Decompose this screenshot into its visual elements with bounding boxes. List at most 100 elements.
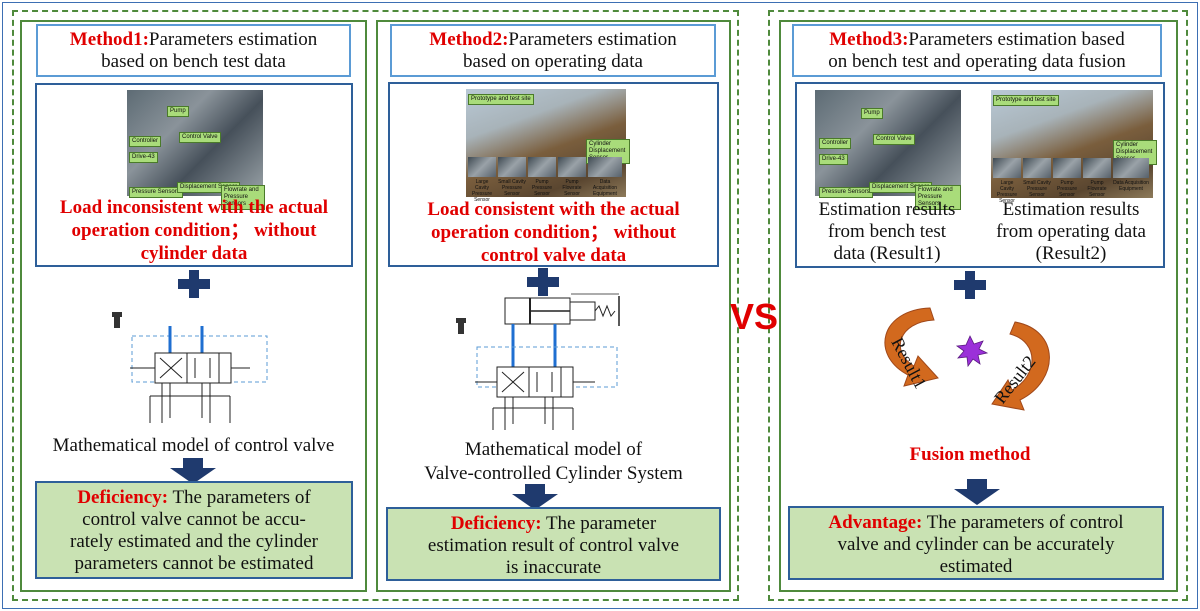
sensor-thumb xyxy=(1083,158,1111,178)
photo-tag: Data Acquisition Equipment xyxy=(592,179,618,197)
photo-tag: Pump Pressure Sensor xyxy=(531,179,552,197)
result1-caption-line1: Estimation results xyxy=(818,199,956,220)
method2-data-box: Prototype and test site Cylinder Displac… xyxy=(388,82,719,267)
method1-condition-line1: Load inconsistent with the actual xyxy=(59,197,329,218)
method2-title-label: Method2: xyxy=(429,29,509,50)
photo-tag: Pressure Sensors xyxy=(819,187,873,198)
method2-deficiency-box: Deficiency: The parameter estimation res… xyxy=(386,507,721,581)
photo-tag: Pump Flowrate Sensor xyxy=(1087,180,1107,198)
method1-condition-line3: cylinder data xyxy=(140,243,248,264)
sensor-thumb xyxy=(1023,158,1051,178)
control-valve-schematic xyxy=(112,312,268,423)
method3-title: Method3:Parameters estimation based on b… xyxy=(792,24,1162,77)
sensor-thumb xyxy=(588,157,622,177)
operating-site-photo: Prototype and test site Cylinder Displac… xyxy=(466,89,630,203)
method2-title-line2: based on operating data xyxy=(463,51,643,72)
method1-deficiency-box: Deficiency: The parameters of control va… xyxy=(35,481,353,579)
method1-model-caption: Mathematical model of control valve xyxy=(52,435,335,456)
sensor-thumb xyxy=(558,157,586,177)
photo-tag: Large Cavity Pressure Sensor xyxy=(996,180,1017,204)
photo-tag: Pump xyxy=(861,108,883,119)
result1-caption-line2: from bench test xyxy=(827,221,947,242)
photo-tag: Controller xyxy=(129,136,162,147)
method1-deficiency-line3: rately estimated and the cylinder xyxy=(70,531,318,552)
down-arrow-icon xyxy=(512,484,558,510)
method3-advantage-line3: estimated xyxy=(939,556,1013,577)
photo-tag: Controller xyxy=(819,138,852,149)
method2-model-caption: Mathematical model of Valve-controlled C… xyxy=(378,438,729,486)
method2-condition-line3: control valve data xyxy=(480,245,627,266)
result2-caption-line3: (Result2) xyxy=(1035,243,1107,264)
bench-test-photo: Pump Controller Control Valve Drive-43 P… xyxy=(127,90,265,210)
sensor-thumb xyxy=(993,158,1021,178)
photo-tag: Prototype and test site xyxy=(468,94,534,105)
method2-deficiency-line2: estimation result of control valve xyxy=(427,535,680,556)
fusion-cycle-diagram xyxy=(884,307,1050,411)
plus-icon xyxy=(178,270,210,298)
method1-deficiency-line4: parameters cannot be estimated xyxy=(74,553,314,574)
sensor-thumb xyxy=(1113,158,1149,178)
method2-condition-line2: operation condition； without xyxy=(431,222,676,243)
method2-title: Method2:Parameters estimation based on o… xyxy=(390,24,716,77)
group-method-3 xyxy=(768,10,1188,601)
method1-deficiency-label: Deficiency: xyxy=(77,487,169,508)
method1-deficiency-line1: The parameters of xyxy=(168,487,311,508)
sensor-thumb xyxy=(498,157,526,177)
photo-tag: Control Valve xyxy=(179,132,221,143)
photo-tag: Pump Pressure Sensor xyxy=(1056,180,1077,198)
method3-title-line2: on bench test and operating data fusion xyxy=(828,51,1126,72)
down-arrow-icon xyxy=(170,458,216,484)
method1-title-text: Parameters estimation xyxy=(148,29,318,50)
operating-site-photo: Prototype and test site Cylinder Displac… xyxy=(991,90,1157,204)
method2-title-text: Parameters estimation xyxy=(508,29,677,50)
method1-data-box: Pump Controller Control Valve Drive-43 P… xyxy=(35,83,353,267)
photo-tag: Pump xyxy=(167,106,189,117)
valve-cylinder-schematic xyxy=(456,293,620,430)
method2-model-caption-line1: Mathematical model of xyxy=(464,439,643,460)
method1-deficiency-line2: control valve cannot be accu- xyxy=(82,509,306,530)
method2-model-caption-line2: Valve-controlled Cylinder System xyxy=(424,463,683,484)
photo-tag: Small Cavity Pressure Sensor xyxy=(1023,180,1051,198)
photo-tag: Flowrate and Pressure Sensors xyxy=(915,185,961,210)
curved-arrow-left xyxy=(884,307,939,387)
method1-condition-line2: operation condition； without xyxy=(71,220,317,241)
method2-condition-line1: Load consistent with the actual xyxy=(427,199,680,220)
photo-tag: Control Valve xyxy=(873,134,915,145)
result2-caption-line2: from operating data xyxy=(996,221,1146,242)
method2-deficiency-line1: The parameter xyxy=(541,513,657,534)
result1-caption-line3: data (Result1) xyxy=(833,243,941,264)
photo-tag: Drive-43 xyxy=(819,154,848,165)
result2-caption-line1: Estimation results xyxy=(1002,199,1140,220)
photo-tag: Drive-43 xyxy=(129,152,158,163)
method1-title-line2: based on bench test data xyxy=(101,51,286,72)
plus-icon xyxy=(954,271,986,299)
method3-title-label: Method3: xyxy=(829,29,909,50)
method2-deficiency-line3: is inaccurate xyxy=(505,557,602,578)
method3-result2-caption: Estimation results from operating data (… xyxy=(981,199,1161,265)
method3-advantage-box: Advantage: The parameters of control val… xyxy=(788,506,1164,580)
sensor-thumb xyxy=(528,157,556,177)
method1-title-label: Method1: xyxy=(69,29,149,50)
fusion-method-label: Fusion method xyxy=(909,444,1031,465)
down-arrow-icon xyxy=(954,479,1000,505)
method2-deficiency-label: Deficiency: xyxy=(450,513,542,534)
sensor-thumb xyxy=(468,157,496,177)
bench-test-photo: Pump Controller Control Valve Drive-43 P… xyxy=(815,90,961,210)
plus-icon xyxy=(527,268,559,296)
photo-tag: Small Cavity Pressure Sensor xyxy=(498,179,526,197)
sensor-thumb xyxy=(1053,158,1081,178)
method3-advantage-line1: The parameters of control xyxy=(922,512,1124,533)
method3-results-box: Pump Controller Control Valve Drive-43 P… xyxy=(795,82,1165,268)
photo-tag: Flowrate and Pressure Sensors xyxy=(221,185,265,210)
method3-result1-caption: Estimation results from bench test data … xyxy=(803,199,971,265)
burst-icon xyxy=(955,335,989,368)
photo-tag: Prototype and test site xyxy=(993,95,1059,106)
photo-tag: Pump Flowrate Sensor xyxy=(562,179,582,197)
method2-condition-text: Load consistent with the actual operatio… xyxy=(390,198,717,267)
photo-tag: Data Acquisition Equipment xyxy=(1113,180,1149,192)
vs-label: VS xyxy=(729,296,779,337)
curved-arrow-right xyxy=(991,321,1050,411)
method3-advantage-line2: valve and cylinder can be accurately xyxy=(837,534,1115,555)
method3-title-text: Parameters estimation based xyxy=(908,29,1125,50)
